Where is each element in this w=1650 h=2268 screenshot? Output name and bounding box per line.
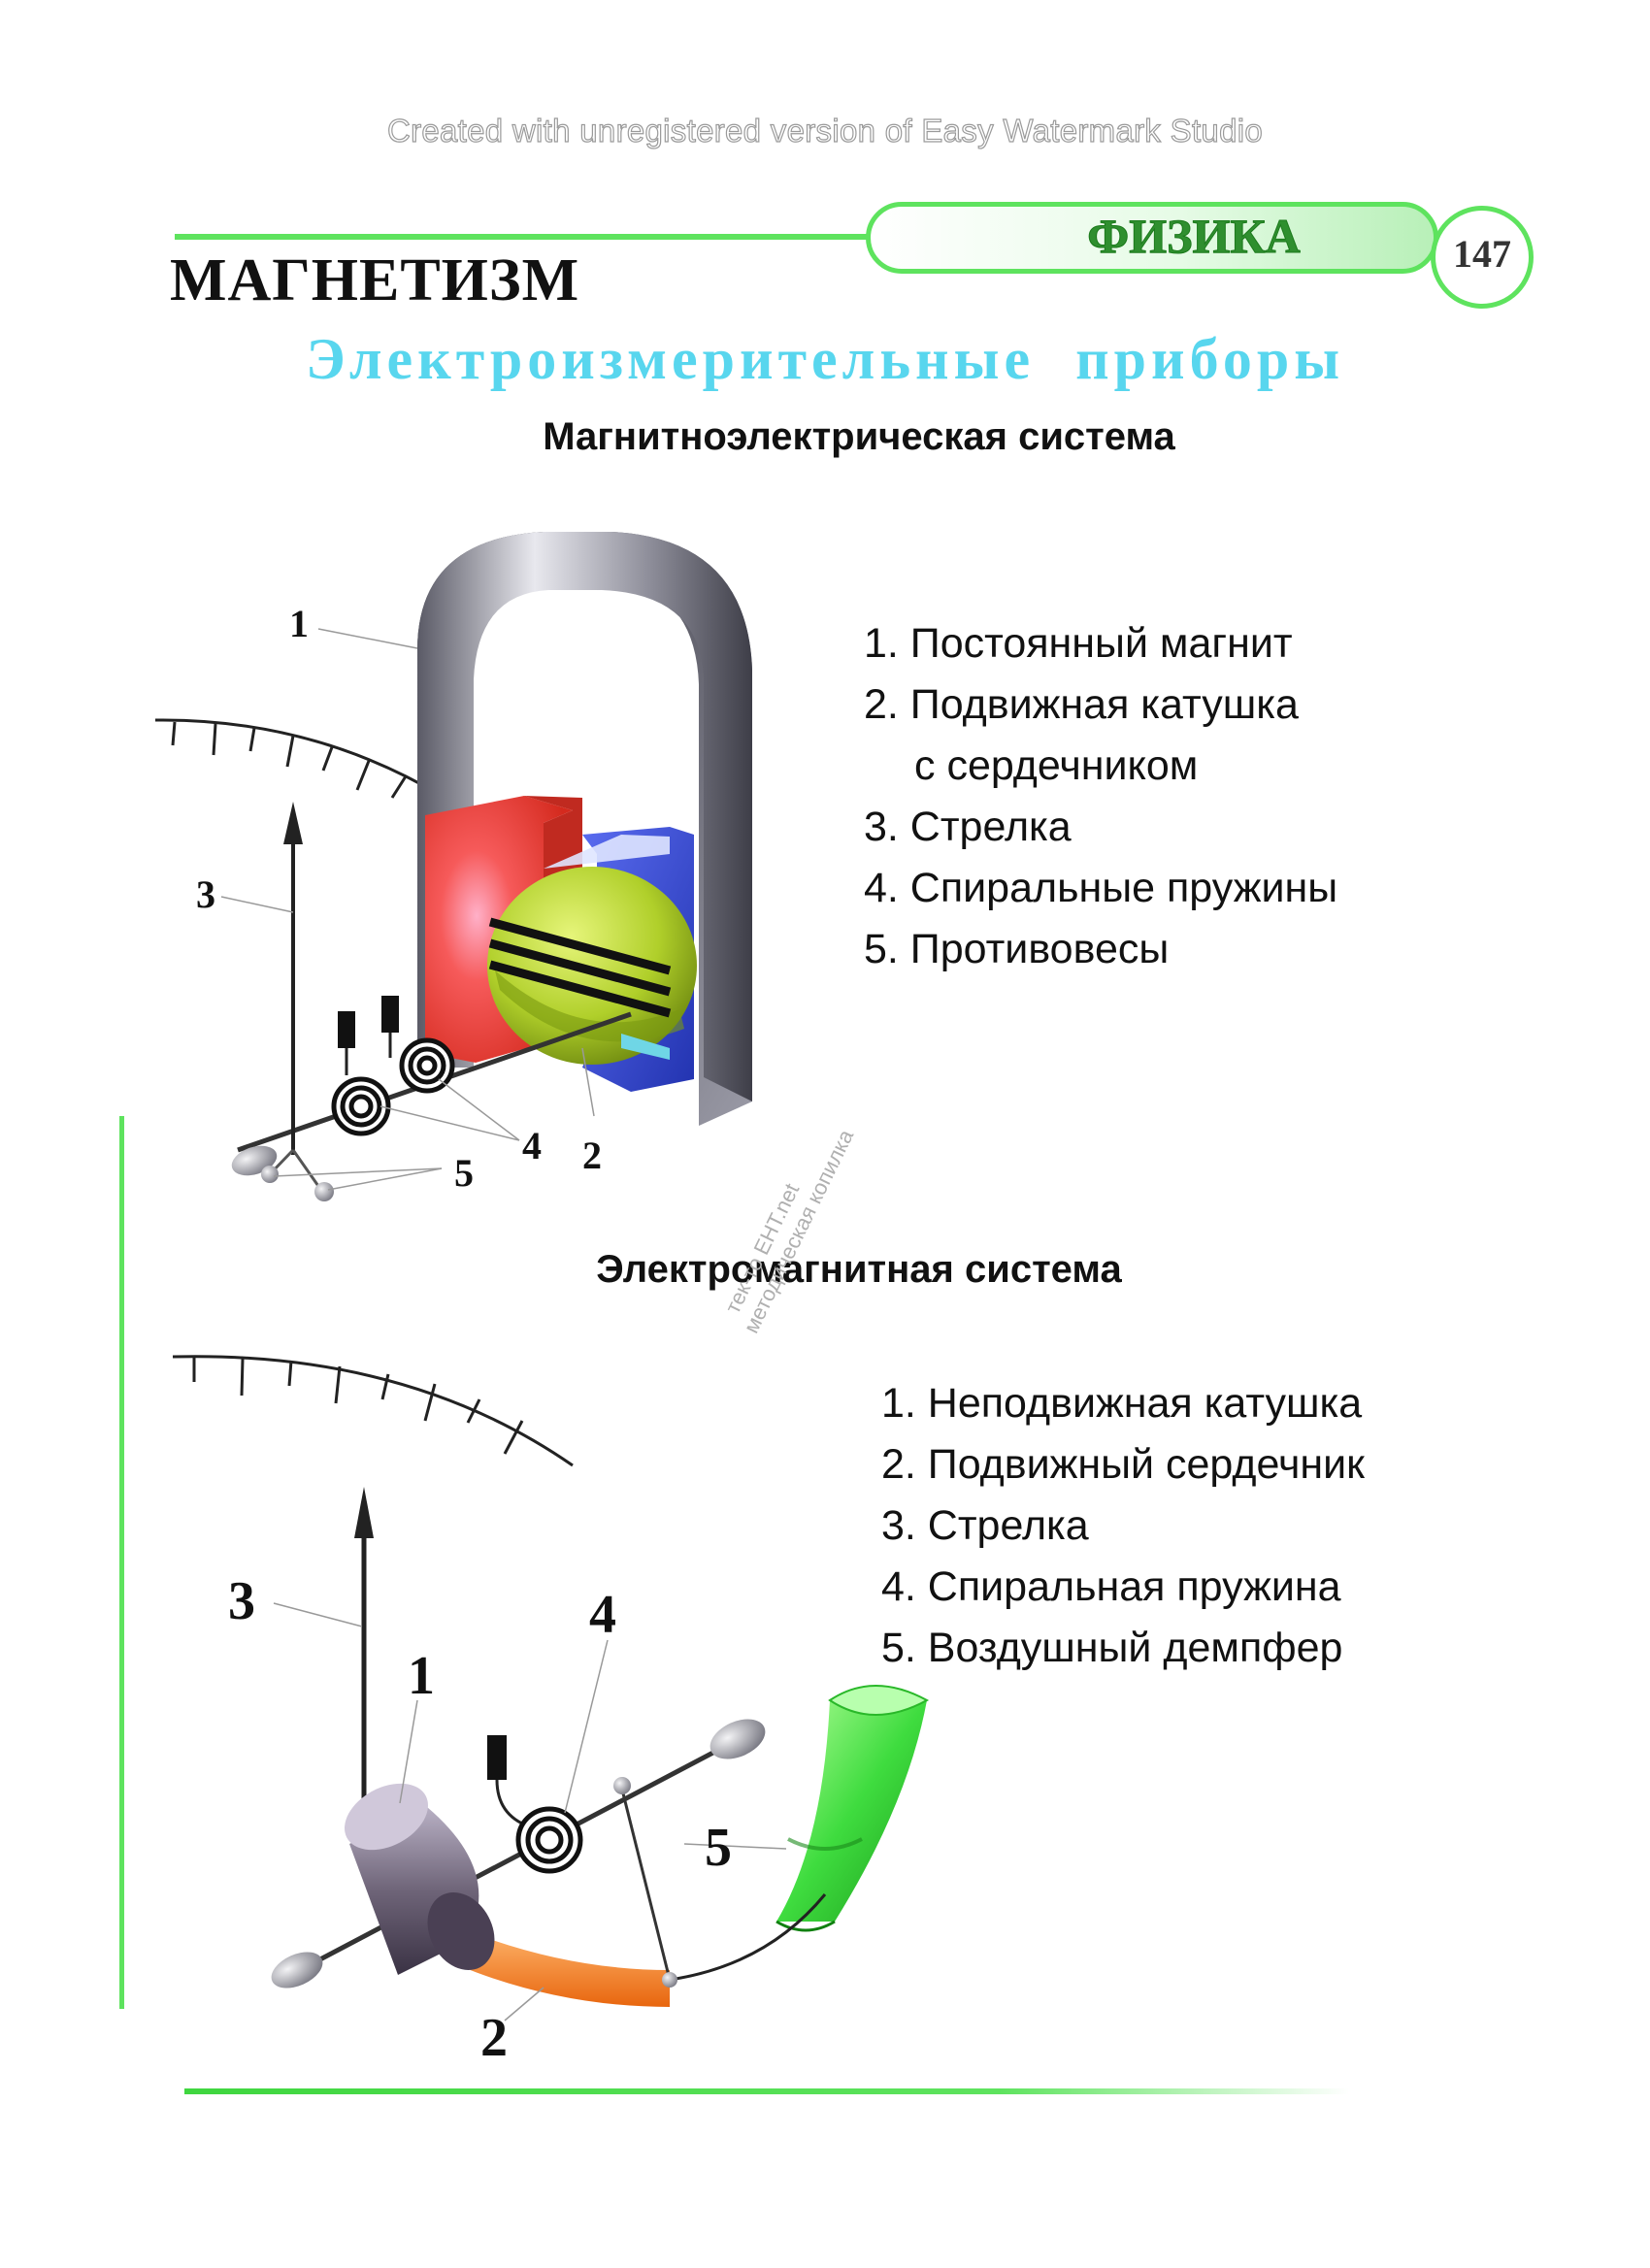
coil-windings xyxy=(488,917,672,1018)
left-margin-rule xyxy=(119,1116,124,2009)
legend-item: 3. Стрелка xyxy=(864,804,1072,850)
callout-label: 2 xyxy=(480,2008,508,2068)
header-rule xyxy=(175,234,870,240)
legend-item: 3. Стрелка xyxy=(881,1502,1089,1549)
moving-core xyxy=(446,1926,670,2007)
callout-label: 5 xyxy=(454,1151,474,1195)
leader-lines xyxy=(220,628,595,1191)
legend-item: 1. Неподвижная катушка xyxy=(881,1380,1363,1427)
spring-holder xyxy=(338,1011,355,1048)
callout-label: 4 xyxy=(589,1585,616,1645)
scale-ticks xyxy=(192,1357,524,1455)
spiral-springs xyxy=(331,1037,455,1136)
callout-label: 3 xyxy=(196,872,215,916)
spring-holder xyxy=(381,996,399,1033)
legend-item: 1. Постоянный магнит xyxy=(864,620,1293,667)
counterweight xyxy=(271,1952,323,1989)
legend-item: 5. Воздушный демпфер xyxy=(881,1625,1343,1671)
counterweight xyxy=(314,1182,334,1201)
legend-item: 4. Спиральная пружина xyxy=(881,1563,1341,1610)
section-heading-electromagnetic: Электромагнитная система xyxy=(596,1248,1122,1291)
page-number-badge xyxy=(1431,206,1534,309)
scale-arc xyxy=(172,1355,574,1467)
magnetoelectric-diagram: 1 3 4 2 5 xyxy=(154,532,752,1201)
subject-banner xyxy=(866,202,1438,274)
pole-highlight xyxy=(544,835,670,869)
axle xyxy=(280,1734,744,1983)
coil-end xyxy=(345,1783,428,1851)
callout-label: 5 xyxy=(705,1818,732,1878)
topic-title: Электроизмерительные приборы xyxy=(305,327,1345,391)
legend-item: 2. Подвижная катушка xyxy=(864,681,1299,728)
callout-label: 3 xyxy=(228,1571,255,1631)
chapter-title: МАГНЕТИЗМ xyxy=(170,247,580,313)
callout-label: 1 xyxy=(289,602,309,645)
callout-label: 4 xyxy=(522,1124,542,1167)
footer-rule xyxy=(184,2088,1349,2094)
electromagnetic-diagram: 3 4 1 5 2 xyxy=(172,1355,930,2068)
counterweight xyxy=(710,1719,766,1759)
scale-arc xyxy=(154,718,443,798)
legend-item: 5. Противовесы xyxy=(864,926,1170,972)
legend-magnetoelectric: 1. Постоянный магнит 2. Подвижная катушк… xyxy=(864,613,1337,980)
callout-label: 1 xyxy=(408,1646,435,1706)
air-damper xyxy=(776,1700,927,1922)
callout-label: 2 xyxy=(582,1134,602,1177)
pointer-tip xyxy=(354,1487,374,1538)
side-watermark: тек-то EHT.net методическая копилка xyxy=(720,1125,859,1336)
legend-electromagnetic: 1. Неподвижная катушка 2. Подвижный серд… xyxy=(881,1373,1365,1679)
legend-item: с сердечником xyxy=(914,742,1199,789)
legend-item: 2. Подвижный сердечник xyxy=(881,1441,1365,1488)
legend-item: 4. Спиральные пружины xyxy=(864,865,1338,911)
scale-ticks xyxy=(171,721,408,799)
spiral-spring xyxy=(515,1806,583,1874)
watermark-text: Created with unregistered version of Eas… xyxy=(386,112,1264,148)
pointer-tip xyxy=(283,802,303,844)
subject-label: ФИЗИКА xyxy=(1087,209,1301,264)
page-number: 147 xyxy=(1453,232,1511,276)
section-heading-magnetoelectric: Магнитноэлектрическая система xyxy=(543,415,1175,458)
counterweight xyxy=(261,1166,279,1183)
spring-holder xyxy=(487,1735,507,1780)
leader-lines xyxy=(273,1602,787,2021)
